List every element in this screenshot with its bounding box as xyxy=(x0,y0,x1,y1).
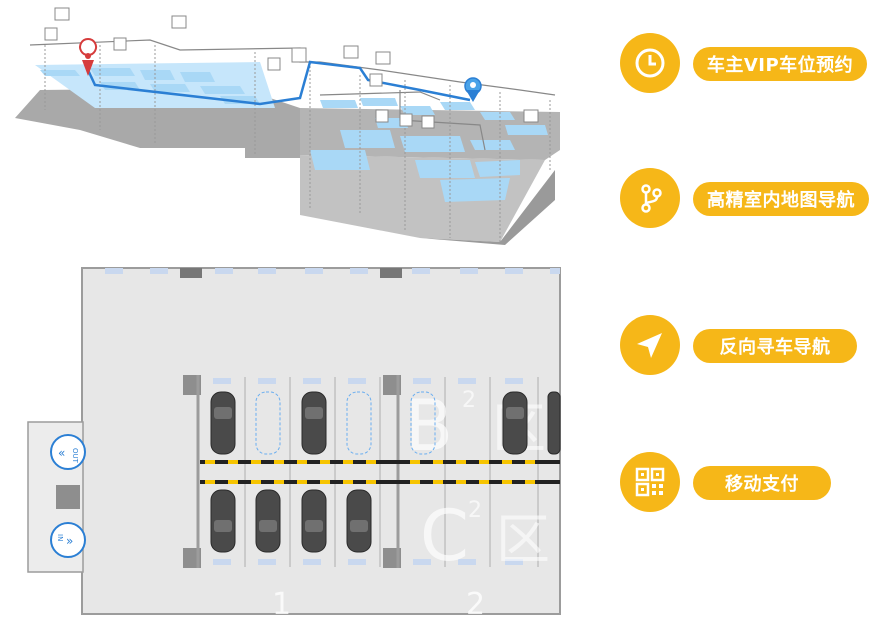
feature-label: 移动支付 xyxy=(693,466,831,500)
feature-find-car: 反向寻车导航 xyxy=(620,315,880,375)
row-number-2: 2 xyxy=(466,587,485,621)
svg-text:OUT: OUT xyxy=(71,448,79,464)
exit-sign: « OUT xyxy=(50,434,86,470)
navigation-arrow-icon xyxy=(620,315,680,375)
qr-code-icon xyxy=(620,452,680,512)
route-icon xyxy=(620,168,680,228)
isometric-3d-map xyxy=(15,7,560,245)
parking-floor-plan: B 2 区 C 2 区 1 2 « OUT » IN xyxy=(27,267,561,621)
svg-text:IN: IN xyxy=(56,534,64,541)
clock-icon xyxy=(620,33,680,93)
entry-sign: » IN xyxy=(50,522,86,558)
feature-label: 高精室内地图导航 xyxy=(693,182,869,216)
feature-label: 反向寻车导航 xyxy=(693,329,857,363)
svg-text:2: 2 xyxy=(468,498,482,523)
svg-text:»: » xyxy=(66,534,73,548)
svg-text:区: 区 xyxy=(496,508,550,571)
feature-vip-reservation: 车主VIP车位预约 xyxy=(620,33,880,93)
feature-indoor-navigation: 高精室内地图导航 xyxy=(620,168,880,228)
row-number-1: 1 xyxy=(272,587,291,621)
svg-text:«: « xyxy=(58,446,65,460)
parked-cars xyxy=(210,391,561,553)
feature-label: 车主VIP车位预约 xyxy=(693,47,867,81)
feature-mobile-payment: 移动支付 xyxy=(620,452,880,512)
svg-text:2: 2 xyxy=(462,388,476,413)
zone-letter-b: B xyxy=(405,385,453,467)
zone-letter-c: C xyxy=(420,495,469,577)
start-pin-icon xyxy=(79,38,97,76)
destination-pin-icon xyxy=(464,77,482,102)
